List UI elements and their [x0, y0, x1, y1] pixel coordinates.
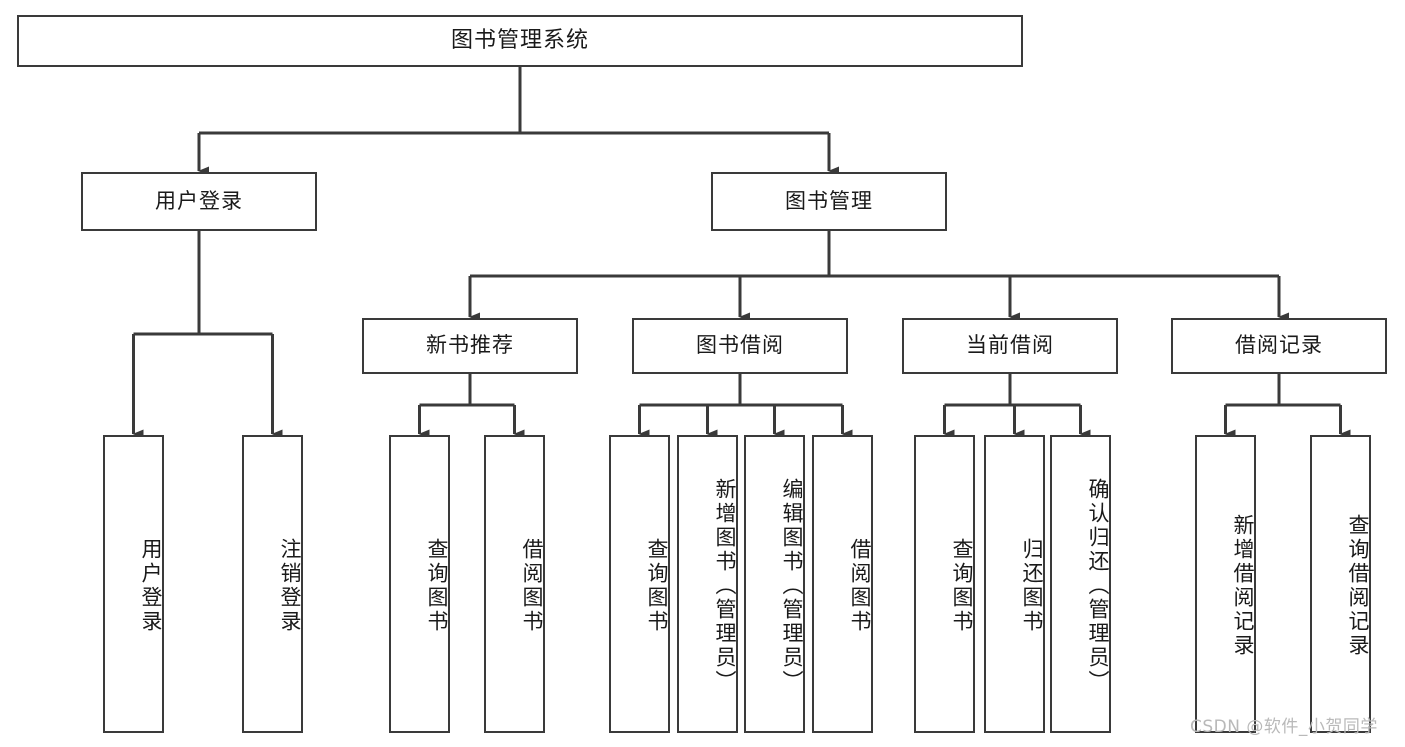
leaf-user-login[interactable]: 用户登录	[103, 435, 164, 733]
node-label: 新增借阅记录	[1231, 514, 1255, 658]
node-label: 用户登录	[139, 538, 163, 634]
node-label: 归还图书	[1020, 538, 1044, 634]
node-label: 新增图书（管理员）	[713, 478, 737, 694]
leaf-add-book-admin[interactable]: 新增图书（管理员）	[677, 435, 738, 733]
node-label: 编辑图书（管理员）	[780, 478, 804, 694]
leaf-edit-book-admin[interactable]: 编辑图书（管理员）	[744, 435, 805, 733]
leaf-borrow-book-recommend[interactable]: 借阅图书	[484, 435, 545, 733]
node-current-borrow[interactable]: 当前借阅	[902, 318, 1118, 374]
leaf-query-book-recommend[interactable]: 查询图书	[389, 435, 450, 733]
watermark-text: CSDN @软件_小贺同学	[1190, 717, 1378, 737]
node-book-borrow[interactable]: 图书借阅	[632, 318, 848, 374]
leaf-query-borrow-record[interactable]: 查询借阅记录	[1310, 435, 1371, 733]
node-book-manage[interactable]: 图书管理	[711, 172, 947, 231]
node-label: 查询图书	[950, 538, 974, 634]
leaf-user-logout[interactable]: 注销登录	[242, 435, 303, 733]
node-user-login[interactable]: 用户登录	[81, 172, 317, 231]
node-label: 用户登录	[155, 188, 243, 213]
node-label: 注销登录	[278, 538, 302, 634]
node-label: 图书管理系统	[450, 27, 589, 53]
node-label: 借阅图书	[520, 538, 544, 634]
node-label: 新书推荐	[426, 333, 514, 358]
node-borrow-record[interactable]: 借阅记录	[1171, 318, 1387, 374]
leaf-return-book[interactable]: 归还图书	[984, 435, 1045, 733]
leaf-query-book-borrow[interactable]: 查询图书	[609, 435, 670, 733]
node-root-system[interactable]: 图书管理系统	[17, 15, 1023, 67]
leaf-borrow-book[interactable]: 借阅图书	[812, 435, 873, 733]
node-label: 借阅图书	[848, 538, 872, 634]
node-label: 查询借阅记录	[1346, 514, 1370, 658]
node-label: 确认归还（管理员）	[1086, 478, 1110, 694]
node-label: 查询图书	[425, 538, 449, 634]
leaf-confirm-return-admin[interactable]: 确认归还（管理员）	[1050, 435, 1111, 733]
leaf-add-borrow-record[interactable]: 新增借阅记录	[1195, 435, 1256, 733]
node-label: 当前借阅	[966, 333, 1054, 358]
leaf-query-book-current[interactable]: 查询图书	[914, 435, 975, 733]
node-new-book-recommend[interactable]: 新书推荐	[362, 318, 578, 374]
node-label: 图书借阅	[696, 333, 784, 358]
node-label: 查询图书	[645, 538, 669, 634]
node-label: 借阅记录	[1235, 333, 1323, 358]
node-label: 图书管理	[785, 188, 873, 213]
